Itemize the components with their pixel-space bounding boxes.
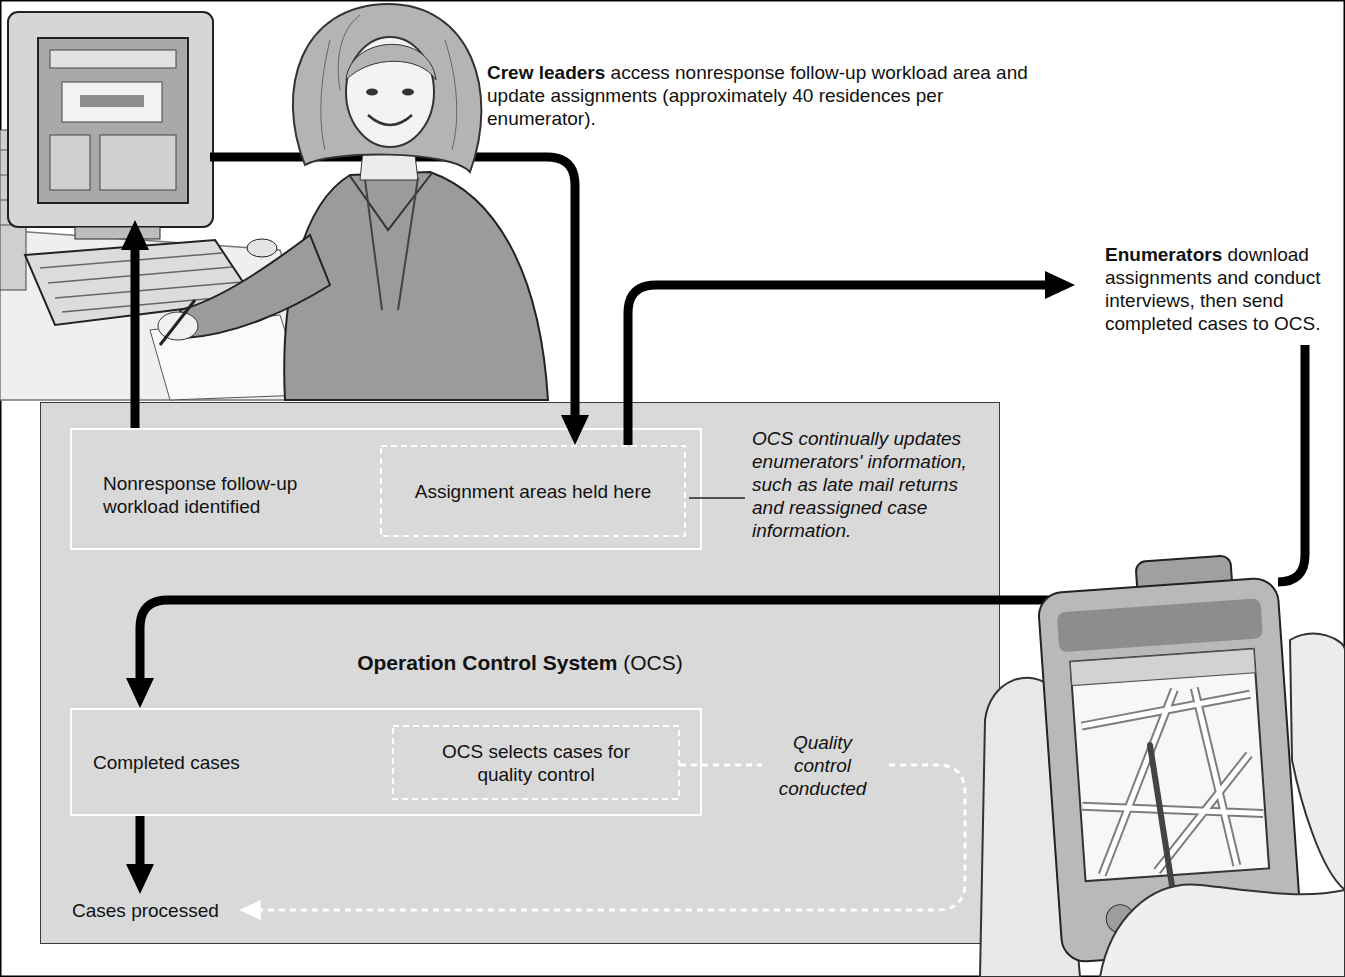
stage-outline	[71, 709, 701, 815]
figure-bangs	[346, 44, 436, 80]
screen-window	[50, 135, 90, 190]
text-block: Completed cases	[93, 751, 313, 774]
box-label: Completed cases	[93, 752, 240, 773]
actor-name: Enumerators	[1105, 244, 1222, 265]
map-roads-inner	[1075, 684, 1267, 876]
text-block: Assignment areas held here	[415, 480, 652, 503]
desk-surface	[0, 230, 330, 400]
edge-label-holder: Quality control conducted	[762, 729, 884, 802]
panel-abbreviation: (OCS)	[623, 651, 683, 674]
figure-eye	[402, 89, 414, 96]
flow-arrow	[140, 600, 1075, 686]
flow-arrow	[628, 285, 1053, 445]
box-label: Cases processed	[72, 900, 219, 921]
text-block: OCS selects cases for quality control	[424, 740, 649, 786]
quality-selection-box: OCS selects cases for quality control	[392, 725, 680, 800]
completed-box: Completed cases OCS selects cases for qua…	[70, 708, 702, 816]
figure-hair	[293, 4, 481, 172]
screen-window	[62, 82, 162, 122]
text-block: Cases processed	[72, 899, 219, 922]
panel-title: Operation Control System	[357, 651, 617, 674]
figure-lanyard	[365, 178, 418, 310]
assignment-box: Assignment areas held here	[380, 445, 686, 537]
enumerator-actor: Enumeratorsdownload assignments and cond…	[1075, 240, 1337, 968]
figure-smile	[368, 115, 412, 125]
text-block: Operation Control System (OCS)	[40, 650, 1000, 676]
monitor-screen	[38, 38, 188, 203]
desk-scene	[0, 12, 330, 400]
dashed-outline	[393, 726, 679, 799]
text-block: Nonresponse follow-up workload identifie…	[103, 472, 323, 518]
map-roads	[1075, 684, 1267, 876]
figure-pen	[160, 300, 195, 345]
device-screen	[1070, 649, 1269, 881]
box-outlines	[41, 403, 1000, 944]
actor-name: Crew leaders	[487, 62, 605, 83]
workload-box: Nonresponse follow-up workload identifie…	[70, 428, 702, 550]
figure-collar	[350, 173, 432, 230]
box-label: OCS selects cases for quality control	[442, 741, 630, 785]
box-label: Assignment areas held here	[415, 481, 652, 502]
handheld-figure	[980, 552, 1345, 977]
stylus	[1150, 745, 1175, 905]
stylus-hand	[1100, 885, 1345, 977]
edge-label: Quality control conducted	[762, 729, 884, 802]
monitor-stand	[75, 227, 160, 239]
hand-fingers	[1290, 634, 1345, 890]
callout-note: OCS continually updates enumerators' inf…	[752, 427, 977, 542]
crew-leader-actor: Crew leadersaccess nonresponse follow-up…	[15, 20, 210, 220]
figure-eye	[366, 89, 378, 96]
text-block: Crew leadersaccess nonresponse follow-up…	[487, 61, 1052, 130]
processed-node: Cases processed	[70, 896, 237, 925]
connectors	[135, 157, 1075, 910]
flow-arrow	[136, 816, 145, 872]
system-panel-ground	[41, 403, 1000, 944]
box-label: Nonresponse follow-up workload identifie…	[103, 473, 297, 517]
monitor-casing	[8, 12, 213, 227]
send-line	[1278, 345, 1305, 582]
figure-hand	[158, 312, 198, 340]
text-block: Enumeratorsdownload assignments and cond…	[1105, 243, 1330, 335]
stage-outline	[71, 429, 701, 549]
screen-window	[100, 135, 176, 190]
screen-window	[50, 50, 176, 68]
hair-strands	[321, 15, 457, 150]
flow-arrow	[131, 242, 140, 428]
note-leader-line	[689, 497, 745, 499]
label-holder: OCS continually updates enumerators' inf…	[752, 427, 977, 542]
device-toolbar	[1070, 649, 1255, 686]
mouse	[247, 239, 277, 257]
figure-arm	[180, 235, 330, 338]
device-bezel	[1057, 598, 1263, 652]
dashed-outline	[381, 446, 685, 536]
screen-window	[80, 95, 144, 107]
